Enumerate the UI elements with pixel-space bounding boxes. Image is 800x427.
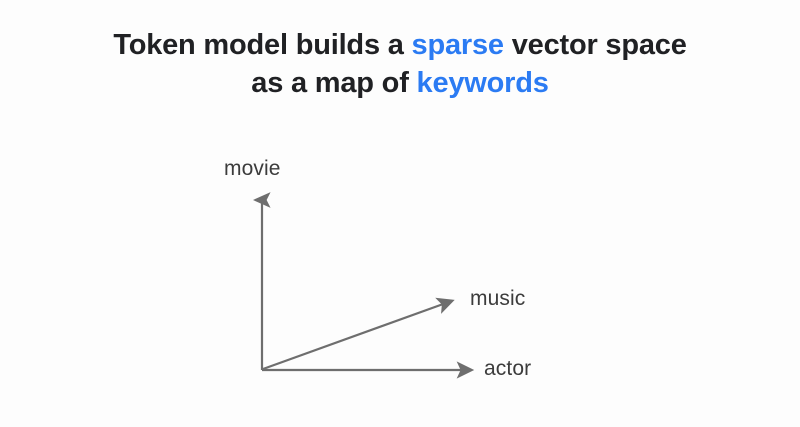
axis-label-actor: actor xyxy=(484,357,532,380)
vector-line-music xyxy=(262,297,455,371)
title-line-1-part1: Token model builds a xyxy=(113,29,412,61)
vector-label-music: music xyxy=(470,287,526,310)
title-line-1-part2: vector space xyxy=(503,29,687,61)
title-line-2: as a map of keywords xyxy=(0,64,800,102)
title-accent-keywords: keywords xyxy=(416,67,549,99)
axis-label-movie: movie xyxy=(224,157,281,180)
title-line-2-part1: as a map of xyxy=(251,67,417,99)
title-line-1: Token model builds a sparse vector space xyxy=(0,26,800,64)
page-title: Token model builds a sparse vector space… xyxy=(0,26,800,102)
title-accent-sparse: sparse xyxy=(411,29,505,61)
